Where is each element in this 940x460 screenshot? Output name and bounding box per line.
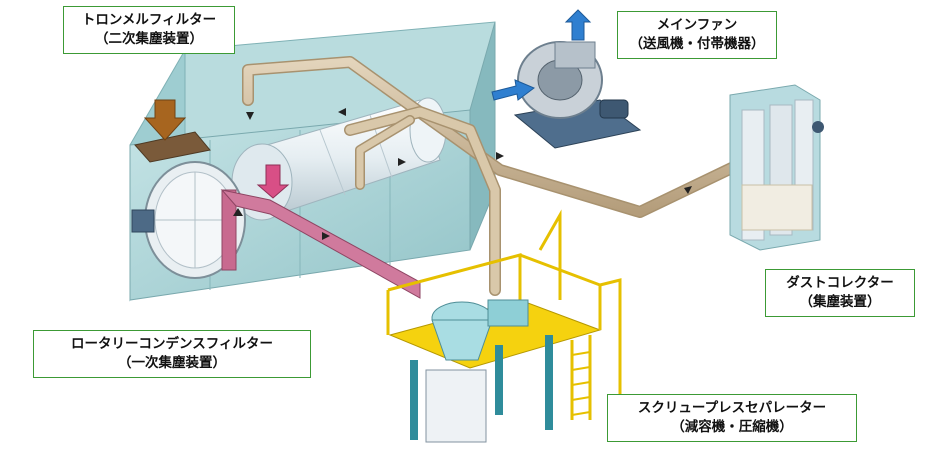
main-fan: [513, 41, 642, 149]
main-fan-sub: （送風機・付帯機器）: [629, 36, 765, 52]
trommel-sub: （二次集塵装置）: [95, 31, 203, 47]
rotary-name: ロータリーコンデンスフィルター: [71, 336, 273, 352]
dust-collector: [729, 84, 824, 251]
screw-press-platform: [386, 209, 622, 443]
dust-collector-sub: （集塵装置）: [799, 294, 881, 310]
airflow-arrow-in: [491, 79, 535, 101]
airflow-arrow-up: [564, 9, 592, 41]
label-dust-collector: ダストコレクター （集塵装置）: [765, 269, 915, 317]
beige-duct-system: [242, 56, 796, 296]
screw-press-name: スクリュープレスセパレーター: [637, 400, 827, 416]
pink-duct: [220, 164, 421, 299]
label-screw-press-separator: スクリュープレスセパレーター （減容機・圧縮機）: [607, 394, 857, 442]
label-rotary-condense-filter: ロータリーコンデンスフィルター （一次集塵装置）: [33, 330, 311, 378]
main-fan-name: メインファン: [656, 17, 738, 33]
trommel-name: トロンメルフィルター: [81, 12, 217, 28]
flow-arrows: [233, 108, 692, 240]
dust-collector-name: ダストコレクター: [786, 275, 894, 291]
rotary-sub: （一次集塵装置）: [118, 355, 226, 371]
label-trommel-filter: トロンメルフィルター （二次集塵装置）: [63, 6, 235, 54]
screw-press-sub: （減容機・圧縮機）: [671, 419, 793, 435]
input-chute: [134, 99, 211, 163]
label-main-fan: メインファン （送風機・付帯機器）: [617, 11, 777, 59]
rotary-condense-filter: [131, 161, 246, 279]
